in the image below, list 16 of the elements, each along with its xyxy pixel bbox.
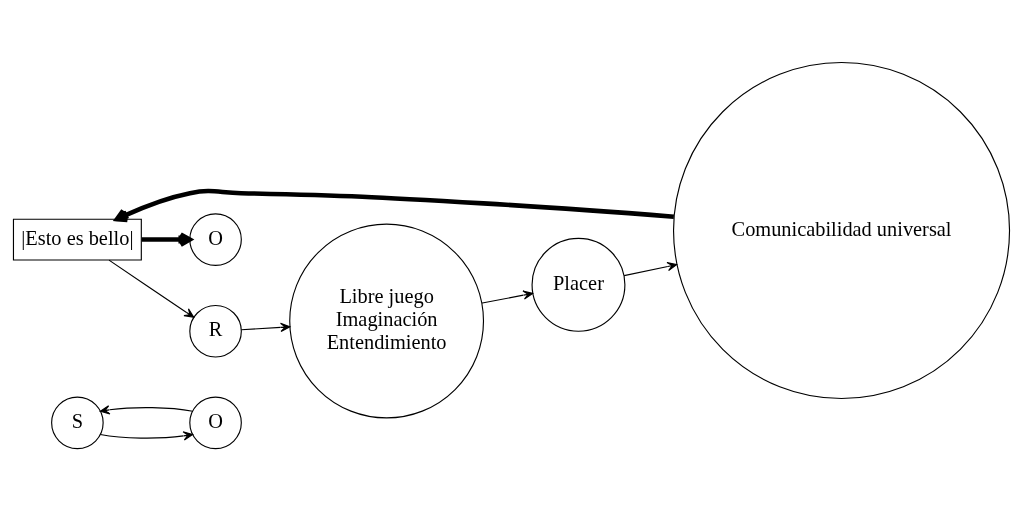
arrow [623,261,678,276]
arrow [240,322,291,332]
arrow [99,430,194,440]
node-circle: Comunicabilidad universal [672,61,1011,399]
node-circle: R [189,304,242,358]
node-circle: Libre juego Imaginación Entendimiento [289,223,485,418]
node-box: |Esto es bello| [12,218,142,260]
node-circle: O [189,396,242,449]
arrow [141,231,192,247]
arrow [108,259,195,318]
arrow [99,404,194,414]
arrow [114,188,675,222]
node-circle: S [51,396,104,449]
node-circle: Placer [531,237,626,332]
arrow [481,290,534,304]
node-circle: O [189,212,242,266]
